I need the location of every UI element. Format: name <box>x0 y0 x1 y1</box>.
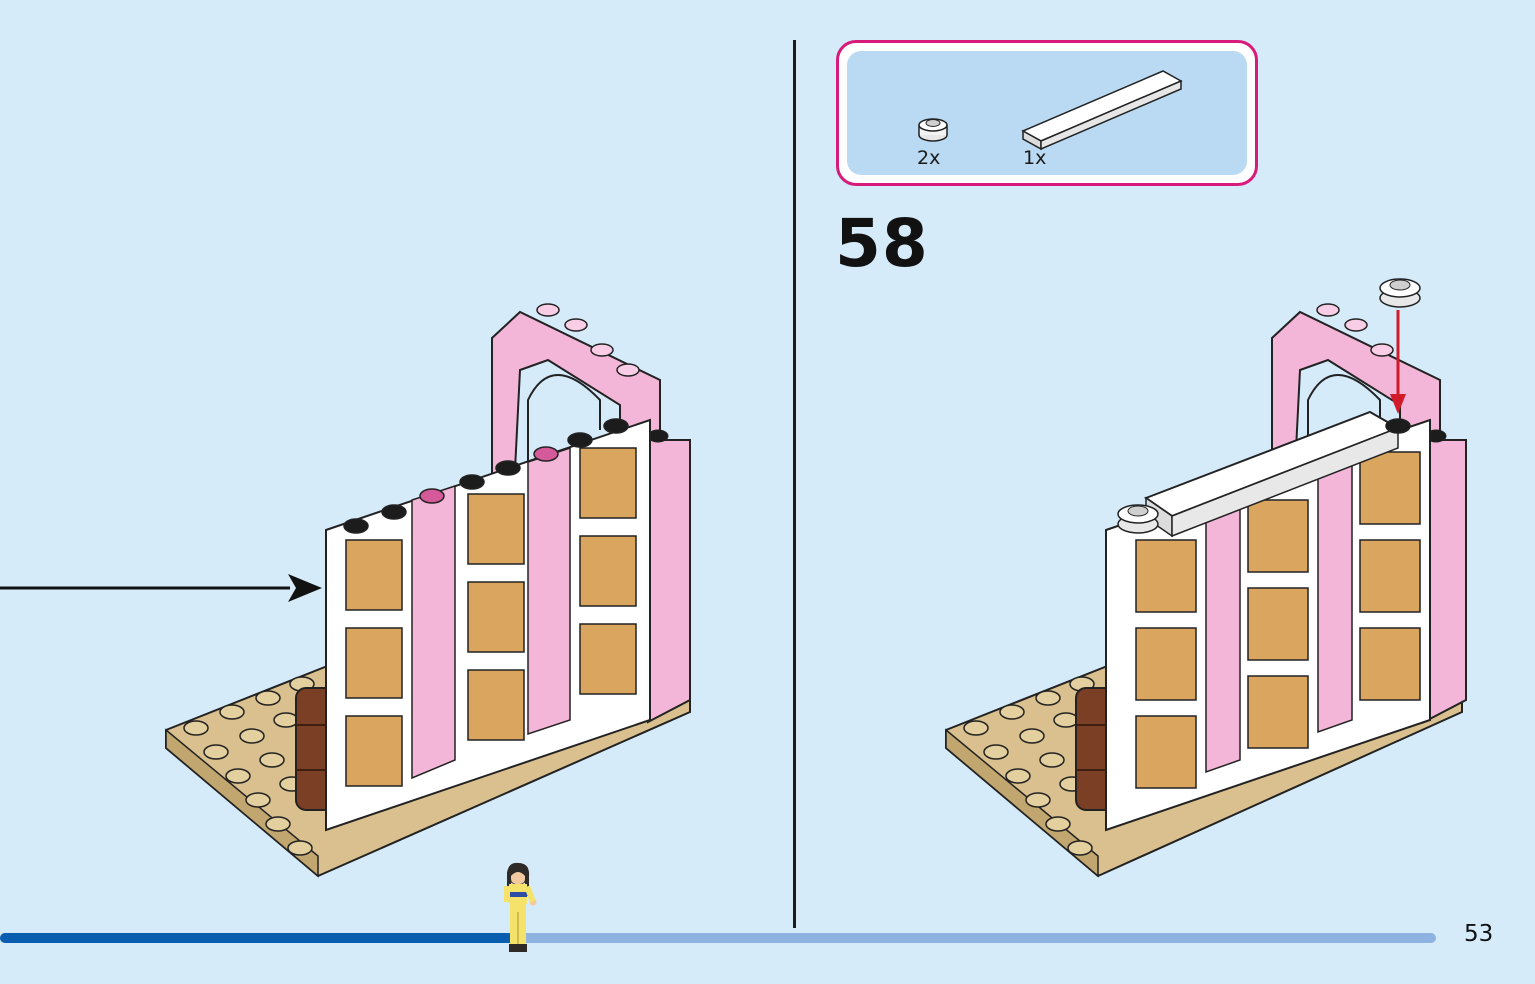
parts-list-box: 2x 1x <box>836 40 1258 186</box>
new-tile-white <box>1143 410 1401 538</box>
quantity-label-plate: 2x <box>917 147 941 169</box>
page-number: 53 <box>1464 921 1494 947</box>
placed-round-plate <box>1117 504 1159 534</box>
lattice-wall <box>325 418 651 832</box>
target-stud <box>1385 418 1411 434</box>
callout-arrow <box>0 574 322 602</box>
step-number: 58 <box>835 205 929 282</box>
progress-bar-fill <box>0 933 517 943</box>
floating-round-plate <box>1379 278 1421 308</box>
quantity-label-tile: 1x <box>1023 147 1047 169</box>
progress-bar-track <box>0 933 1436 943</box>
tile-1x6-white-icon <box>1021 70 1183 151</box>
lattice-wall <box>1105 418 1431 832</box>
parts-list-panel: 2x 1x <box>847 51 1247 175</box>
page-divider <box>793 40 796 928</box>
round-plate-1x1-white-icon <box>918 118 948 142</box>
minifigure-progress-marker <box>504 862 537 952</box>
placement-arrow <box>1390 310 1406 414</box>
